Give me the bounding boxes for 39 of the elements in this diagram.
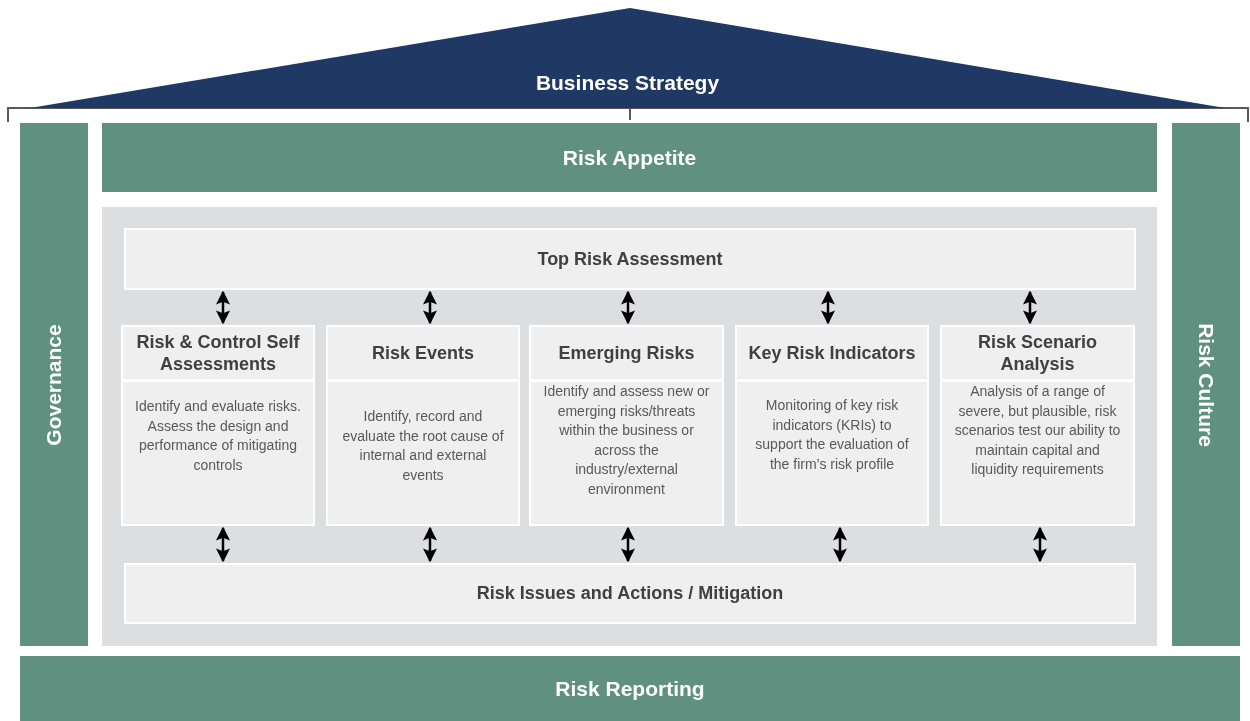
double-arrow xyxy=(621,290,635,325)
card-title: Risk Events xyxy=(328,327,518,382)
pillar xyxy=(20,123,88,646)
bar-title: Top Risk Assessment xyxy=(537,248,723,270)
double-arrow xyxy=(1023,290,1037,325)
process-card xyxy=(940,325,1135,526)
process-bar xyxy=(124,563,1136,624)
double-arrow xyxy=(621,526,635,563)
card-description: Identify, record and evaluate the root cause of internal and external events xyxy=(341,407,505,485)
banner-title: Risk Appetite xyxy=(562,145,697,170)
panel-background xyxy=(102,207,1157,646)
process-card xyxy=(735,325,929,526)
double-arrow xyxy=(833,526,847,563)
double-arrow xyxy=(216,290,230,325)
roof-title: Business Strategy xyxy=(535,71,720,95)
double-arrow xyxy=(216,526,230,563)
card-description: Identify and assess new or emerging risks/threats within the business or across the industry/external environment xyxy=(542,382,711,499)
banner xyxy=(20,656,1240,721)
double-arrow xyxy=(423,290,437,325)
card-title: Key Risk Indicators xyxy=(737,327,927,382)
bar-title: Risk Issues and Actions / Mitigation xyxy=(476,583,784,604)
card-description: Identify and evaluate risks. Assess the design and performance of mitigating controls xyxy=(134,397,302,475)
double-arrow xyxy=(423,526,437,563)
banner-title: Risk Reporting xyxy=(555,676,705,701)
process-card xyxy=(326,325,520,526)
pillar xyxy=(1172,123,1240,646)
process-card xyxy=(121,325,315,526)
pillar-title: Risk Culture xyxy=(1194,322,1218,447)
banner xyxy=(102,123,1157,192)
double-arrow xyxy=(1033,526,1047,563)
pillar-title: Governance xyxy=(42,323,66,446)
process-bar xyxy=(124,228,1136,290)
card-description: Monitoring of key risk indicators (KRIs) to support the evaluation of the firm’s risk profile xyxy=(754,396,910,474)
double-arrow xyxy=(821,290,835,325)
card-title: Risk & Control Self Assessments xyxy=(123,327,313,382)
card-title: Risk Scenario Analysis xyxy=(942,327,1133,382)
card-title: Emerging Risks xyxy=(531,327,722,382)
process-card xyxy=(529,325,724,526)
card-description: Analysis of a range of severe, but plausible, risk scenarios test our ability to maintain capital and liquidity requirements xyxy=(953,382,1122,479)
